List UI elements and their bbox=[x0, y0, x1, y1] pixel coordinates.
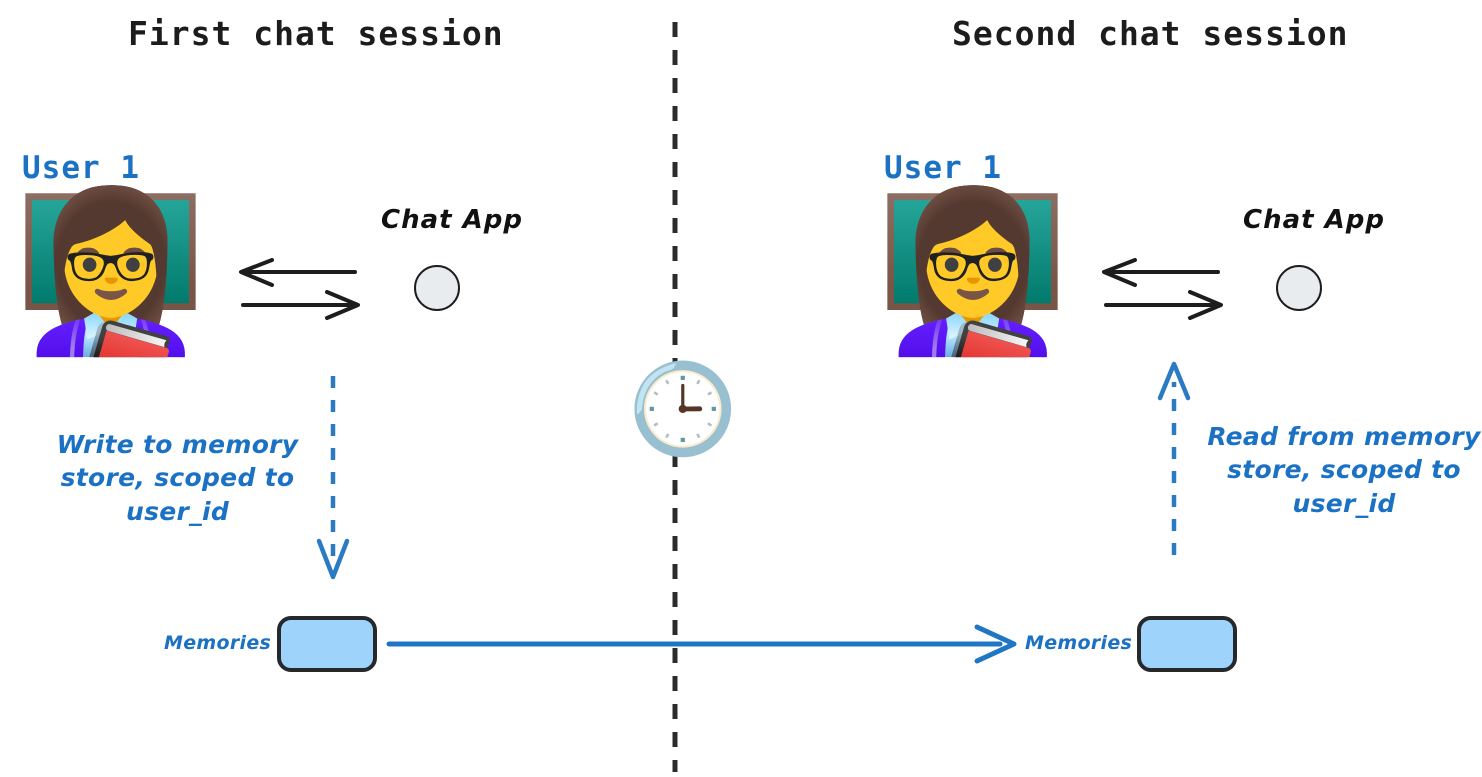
left-annotation: Write to memory store, scoped to user_id bbox=[40, 428, 315, 528]
left-exchange-arrows bbox=[239, 258, 360, 320]
right-annotation: Read from memory store, scoped to user_i… bbox=[1205, 420, 1482, 520]
left-chat-app-label: Chat App bbox=[381, 205, 523, 235]
left-memories-store-box[interactable] bbox=[277, 616, 377, 672]
right-memories-store-box[interactable] bbox=[1137, 616, 1237, 672]
left-chat-app-circle-icon[interactable] bbox=[414, 265, 460, 311]
left-session-heading: First chat session bbox=[128, 14, 504, 53]
memory-persists-arrow-right bbox=[386, 624, 1017, 664]
right-annotation-line-1: Read from memory bbox=[1207, 422, 1481, 451]
right-annotation-line-3: user_id bbox=[1292, 488, 1396, 518]
clock-icon: 🕒 bbox=[628, 357, 738, 460]
right-chat-app-label: Chat App bbox=[1243, 205, 1385, 235]
left-annotation-line-3: user_id bbox=[125, 496, 230, 526]
right-user-avatar-icon: 👩‍🏫 bbox=[876, 181, 1069, 362]
right-annotation-line-2: store, scoped to bbox=[1227, 455, 1461, 485]
left-user-label: User 1 bbox=[22, 150, 140, 186]
right-user-label: User 1 bbox=[884, 150, 1002, 186]
left-annotation-line-1: Write to memory bbox=[56, 430, 299, 459]
read-arrow-up-dashed bbox=[1157, 361, 1191, 555]
left-memories-label: Memories bbox=[164, 632, 272, 654]
right-chat-app-circle-icon[interactable] bbox=[1276, 265, 1322, 311]
write-arrow-down-dashed bbox=[316, 376, 350, 580]
right-memories-label: Memories bbox=[1025, 632, 1133, 654]
right-session-heading: Second chat session bbox=[952, 14, 1349, 53]
right-exchange-arrows bbox=[1102, 258, 1223, 320]
left-user-avatar-icon: 👩‍🏫 bbox=[14, 181, 207, 362]
left-annotation-line-2: store, scoped to bbox=[60, 463, 295, 493]
